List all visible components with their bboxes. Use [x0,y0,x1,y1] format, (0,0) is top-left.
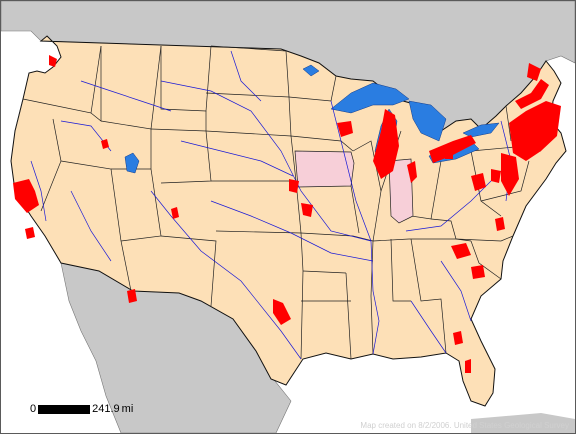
great-salt-lake [124,152,140,174]
scale-bar-graphic [38,404,91,414]
cuba-landmass [471,413,575,433]
highlighted-areas [13,55,561,373]
scale-start-label: 0 [30,403,37,415]
scale-unit: mi [121,403,134,415]
indiana-state-highlight [388,158,414,224]
scale-bar: 0 241.9 mi [30,403,133,415]
state-borders [14,45,550,360]
map-credit: Map created on 8/2/2006. United States G… [360,421,569,430]
scale-end-label: 241.9 [92,403,120,415]
